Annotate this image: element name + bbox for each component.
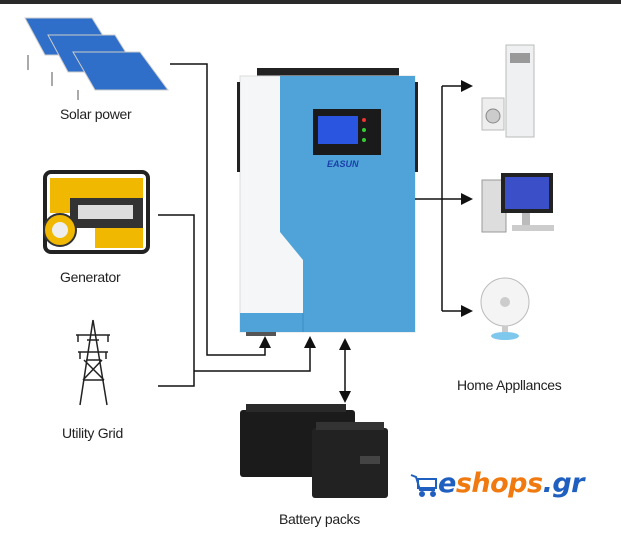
battery-packs-label: Battery packs — [279, 511, 360, 527]
eshops-logo: eshops.gr — [438, 468, 584, 499]
generator-label: Generator — [60, 269, 121, 285]
shopping-cart-icon — [410, 474, 437, 497]
generator-icon — [43, 170, 150, 254]
connection-lines — [158, 63, 473, 403]
generator-grid-to-inverter-arrow — [194, 336, 316, 372]
logo-shops: shops — [455, 468, 543, 499]
solar-panel-icon — [24, 17, 169, 100]
top-bar — [0, 0, 621, 4]
fan-icon — [480, 277, 530, 340]
computer-icon — [481, 173, 554, 233]
inverter-brand: EASUN — [327, 159, 359, 169]
home-appliances-label: Home Appllances — [457, 377, 562, 393]
battery-packs-icon — [240, 404, 388, 498]
logo-e: e — [438, 468, 456, 499]
solar-power-label: Solar power — [60, 106, 132, 122]
utility-grid-label: Utility Grid — [62, 425, 123, 441]
inverter-icon — [237, 68, 418, 336]
generator-line — [158, 214, 195, 387]
air-conditioner-washer-icon — [481, 44, 535, 138]
utility-grid-pylon-icon — [76, 319, 110, 406]
solar-to-inverter-arrow — [170, 63, 271, 356]
logo-gr: .gr — [542, 468, 585, 499]
